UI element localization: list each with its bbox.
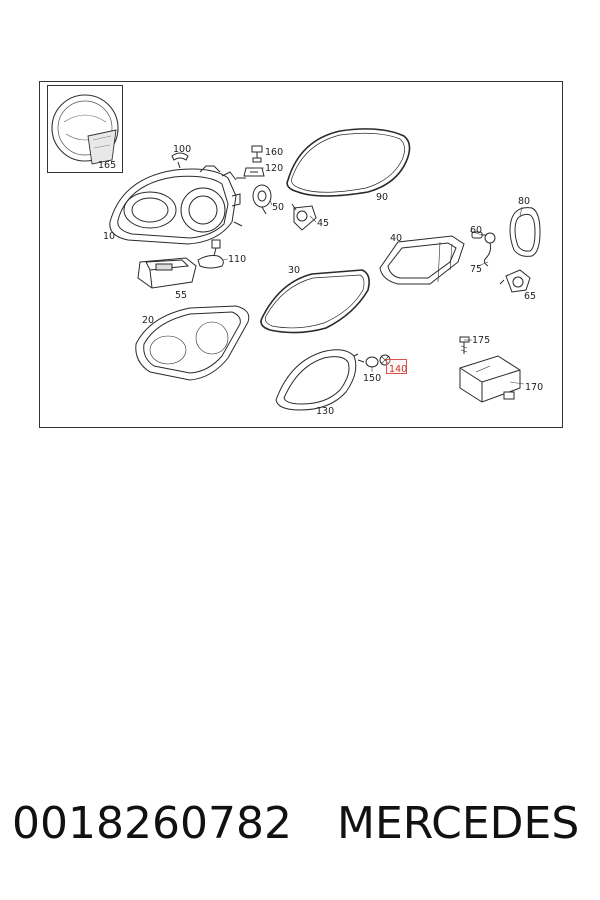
indicator-lens-40 xyxy=(379,235,465,285)
fog-lamp-130 xyxy=(275,349,359,411)
headlamp-lens-20 xyxy=(135,305,250,381)
connector-110 xyxy=(197,239,224,269)
headlamp-housing-10 xyxy=(109,165,246,245)
callout-165: 165 xyxy=(98,160,116,171)
control-module-170 xyxy=(459,355,521,403)
screw-160 xyxy=(251,145,263,163)
socket-140 xyxy=(379,354,391,366)
callout-175: 175 xyxy=(472,335,490,346)
bulb-holder-45 xyxy=(291,203,317,231)
inset-detail-165 xyxy=(47,85,123,173)
bulb-150 xyxy=(357,356,379,368)
callout-160: 160 xyxy=(265,147,283,158)
screw-175 xyxy=(459,336,470,354)
callout-150: 150 xyxy=(363,373,381,384)
callout-50: 50 xyxy=(272,202,284,213)
callout-100: 100 xyxy=(173,144,191,155)
callout-130: 130 xyxy=(316,406,334,417)
callout-110: 110 xyxy=(228,254,246,265)
callout-80: 80 xyxy=(518,196,530,207)
callout-30: 30 xyxy=(288,265,300,276)
callout-65: 65 xyxy=(524,291,536,302)
clip-100 xyxy=(171,152,189,169)
gasket-90 xyxy=(286,128,411,197)
clip-120 xyxy=(243,167,265,177)
callout-45: 45 xyxy=(317,218,329,229)
leader-lines xyxy=(221,167,525,385)
callout-20: 20 xyxy=(142,315,154,326)
part-number: 0018260782 xyxy=(12,798,292,849)
control-unit-55 xyxy=(137,257,197,289)
callout-55: 55 xyxy=(175,290,187,301)
reflector-80 xyxy=(509,207,541,257)
bulb-65 xyxy=(499,269,531,293)
diagram-frame xyxy=(39,81,563,428)
caption-bar: 0018260782 MERCEDES xyxy=(0,790,600,880)
highlight-box-140 xyxy=(386,359,407,374)
exploded-parts-diagram: 165 100 160 120 90 80 10 50 45 40 60 75 … xyxy=(39,81,563,428)
callout-90: 90 xyxy=(376,192,388,203)
callout-40: 40 xyxy=(390,233,402,244)
callout-140-highlighted: 140 xyxy=(389,364,407,375)
socket-75 xyxy=(483,232,496,267)
gasket-30 xyxy=(260,269,370,334)
callout-75: 75 xyxy=(470,264,482,275)
brand-name: MERCEDES xyxy=(337,798,580,849)
callout-170: 170 xyxy=(525,382,543,393)
callout-60: 60 xyxy=(470,225,482,236)
adjuster-50 xyxy=(252,184,272,215)
callout-10: 10 xyxy=(103,231,115,242)
callout-120: 120 xyxy=(265,163,283,174)
